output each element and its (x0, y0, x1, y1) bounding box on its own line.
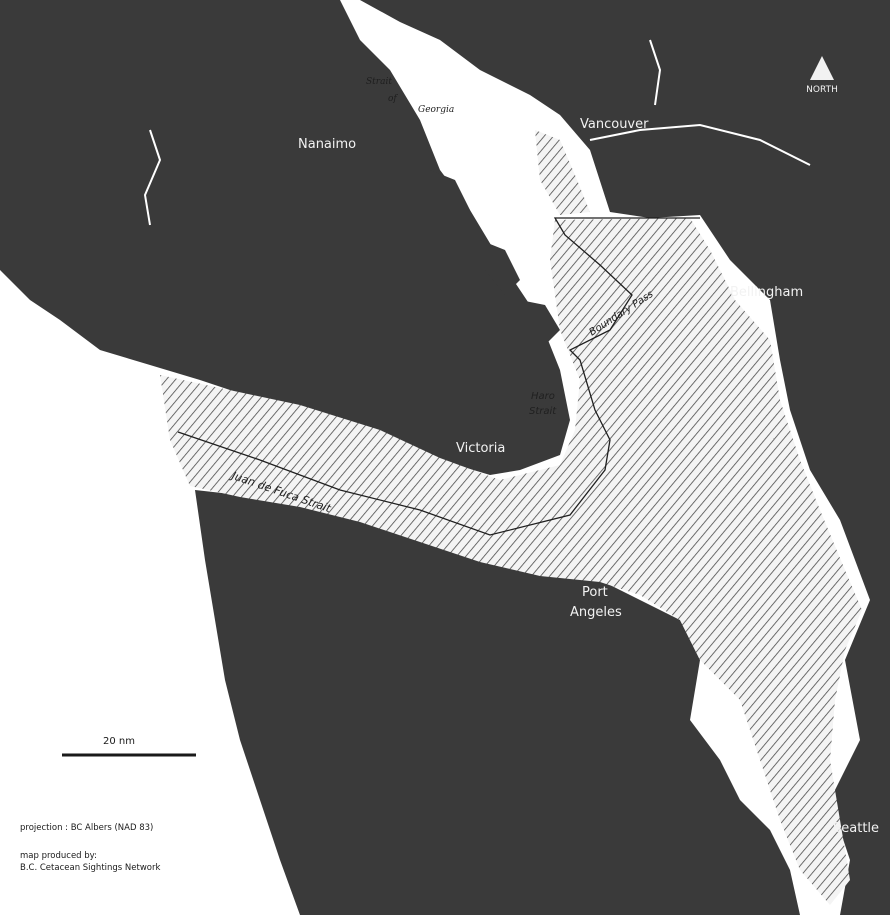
scale-bar-label: 20 nm (103, 736, 135, 747)
label-seattle: Seattle (833, 821, 880, 836)
north-arrow-label: NORTH (806, 85, 838, 95)
label-nanaimo: Nanaimo (298, 137, 357, 152)
north-arrow-icon (810, 56, 834, 80)
river-north (649, 39, 662, 106)
label-victoria: Victoria (456, 441, 506, 456)
label-port-angeles-2: Angeles (570, 605, 622, 620)
international-boundary-line (177, 217, 700, 536)
label-strait-of-georgia-2: of (388, 94, 397, 104)
label-strait-of-georgia-1: Strait (366, 77, 392, 87)
projection-note: projection : BC Albers (NAD 83) (20, 823, 154, 833)
label-haro-strait-1: Haro (531, 391, 555, 402)
fraser-river (589, 123, 811, 166)
label-strait-of-georgia-3: Georgia (418, 105, 455, 115)
vancouver-island-landmass (0, 0, 570, 475)
label-haro-strait-2: Strait (529, 406, 557, 417)
fraser-hatched-strip (535, 130, 590, 215)
gulf-islands (430, 170, 560, 345)
river-island (143, 129, 162, 226)
credit-note-2: B.C. Cetacean Sightings Network (20, 863, 161, 873)
critical-habitat-area (160, 218, 862, 905)
label-port-angeles-1: Port (582, 585, 608, 600)
credit-note-1: map produced by: (20, 851, 97, 861)
olympic-peninsula-landmass (195, 490, 800, 915)
mainland-landmass (360, 0, 890, 915)
label-bellingham: Bellingham (730, 285, 804, 300)
label-vancouver: Vancouver (580, 117, 649, 132)
